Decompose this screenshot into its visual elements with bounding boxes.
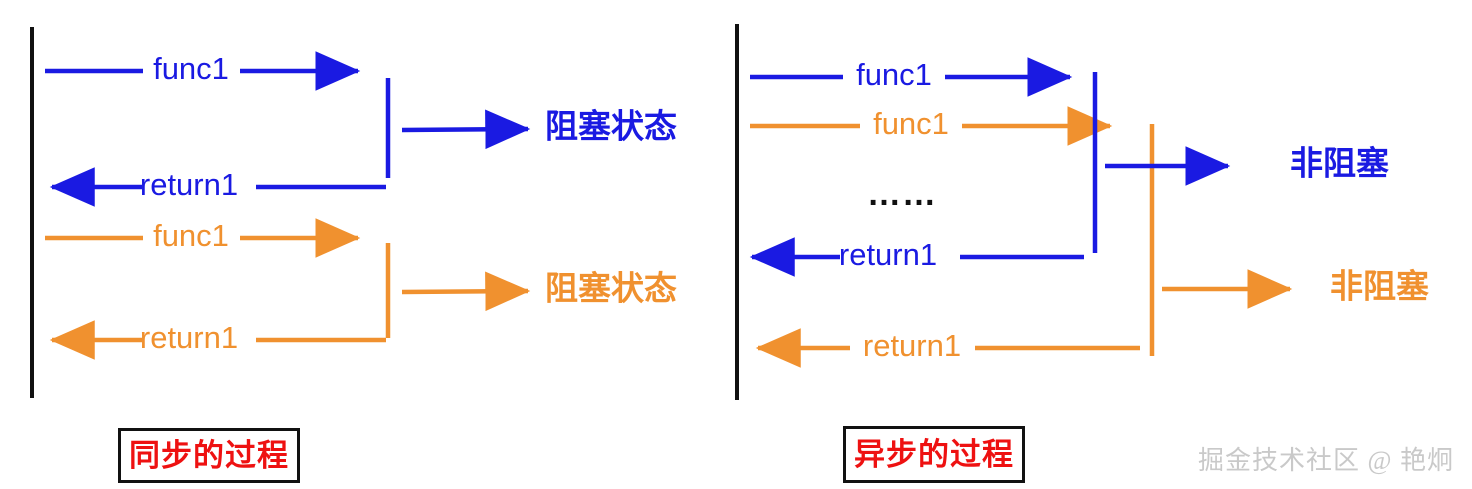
async-nonblocking-label-blue: 非阻塞 [1290, 145, 1389, 182]
async-nonblocking-orange: 非阻塞 [1162, 268, 1429, 309]
sync-message-func1-blue: func1 [45, 51, 361, 91]
sync-message-func1-orange: func1 [45, 218, 361, 258]
async-message-func1-blue: func1 [750, 57, 1073, 97]
sync-blocked-state-orange: 阻塞状态 [401, 270, 677, 312]
sync-label-return1-blue: return1 [140, 167, 238, 202]
sync-message-return1-blue: return1 [49, 167, 386, 207]
async-label-return1-blue: return1 [839, 237, 937, 272]
sync-caption-box: 同步的过程 [118, 428, 300, 483]
sync-label-func1-blue: func1 [153, 51, 229, 86]
sync-label-func1-orange: func1 [153, 218, 229, 253]
async-message-func1-orange: func1 [750, 106, 1113, 146]
sync-message-return1-orange: return1 [49, 320, 386, 360]
async-label-func1-orange: func1 [873, 106, 949, 141]
sync-label-return1-orange: return1 [140, 320, 238, 355]
faint-artifact [0, 118, 22, 170]
async-label-return1-orange: return1 [863, 328, 961, 363]
async-caption-box: 异步的过程 [843, 426, 1025, 483]
sync-blocked-state-label-blue: 阻塞状态 [545, 108, 677, 145]
async-message-return1-orange: return1 [755, 328, 1140, 368]
async-nonblocking-blue: 非阻塞 [1105, 145, 1389, 186]
sync-panel: func1 阻塞状态 return1 func1 [30, 27, 677, 398]
async-caption-text: 异步的过程 [854, 437, 1014, 472]
async-nonblocking-label-orange: 非阻塞 [1330, 268, 1429, 305]
async-panel: func1 func1 …… 非阻塞 re [735, 24, 1429, 400]
sync-caption-text: 同步的过程 [129, 438, 289, 473]
async-ellipsis: …… [867, 175, 937, 213]
async-label-func1-blue: func1 [856, 57, 932, 92]
sync-blocked-state-blue: 阻塞状态 [401, 108, 677, 150]
async-message-return1-blue: return1 [749, 237, 1084, 277]
watermark: 掘金技术社区 @ 艳炯 [1198, 446, 1454, 475]
sync-blocked-state-label-orange: 阻塞状态 [545, 270, 677, 307]
